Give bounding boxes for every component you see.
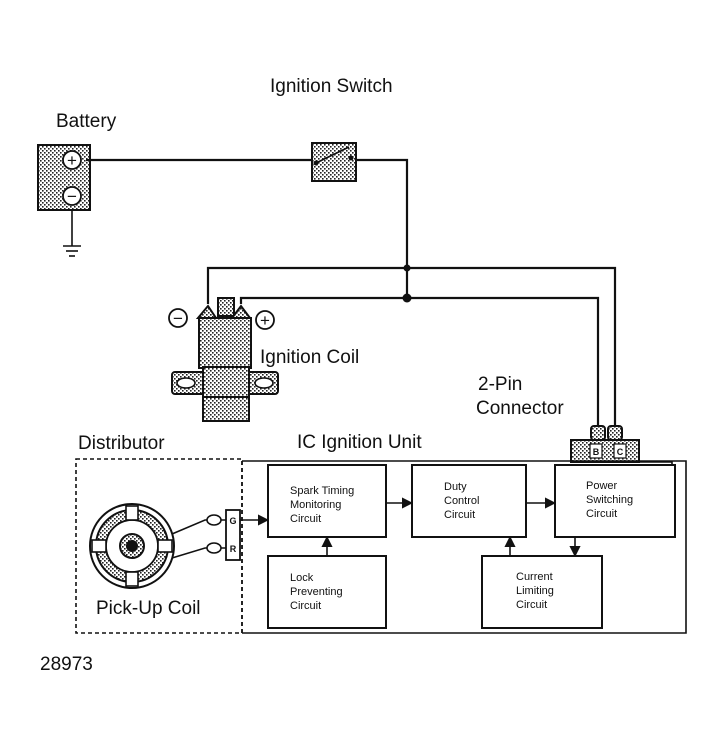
- connector-label-line1: 2-Pin: [478, 374, 522, 395]
- switch-to-junction-wire: [356, 158, 409, 298]
- svg-text:Limiting: Limiting: [516, 585, 554, 597]
- connector-to-unit-wire: [605, 461, 673, 465]
- battery-positive-terminal: +: [67, 151, 77, 170]
- connector-pin-c: C: [617, 447, 624, 457]
- svg-text:Circuit: Circuit: [290, 600, 321, 612]
- duty-control-circuit: Duty Control Circuit: [411, 464, 527, 538]
- two-pin-connector: [570, 425, 640, 463]
- battery-negative-terminal: −: [67, 187, 77, 206]
- current-limiting-circuit: Current Limiting Circuit: [481, 555, 603, 629]
- ic-ignition-unit-housing: [242, 460, 687, 634]
- svg-text:Monitoring: Monitoring: [290, 499, 341, 511]
- ignition-coil-label: Ignition Coil: [260, 347, 359, 368]
- distributor-terminal-g: G: [229, 516, 236, 526]
- ignition-switch-label: Ignition Switch: [270, 76, 393, 97]
- distributor-terminal-r: R: [230, 544, 237, 554]
- pick-up-coil-label: Pick-Up Coil: [96, 598, 201, 619]
- svg-text:Current: Current: [516, 571, 553, 583]
- svg-text:Circuit: Circuit: [516, 599, 547, 611]
- battery: + −: [37, 144, 91, 257]
- svg-text:Control: Control: [444, 495, 479, 507]
- figure-number: 28973: [40, 654, 93, 675]
- coil-negative-terminal: −: [173, 309, 183, 328]
- junction-upper-bus-wire: [206, 266, 617, 428]
- svg-text:Circuit: Circuit: [290, 513, 321, 525]
- svg-text:Spark Timing: Spark Timing: [290, 485, 354, 497]
- svg-text:Power: Power: [586, 480, 618, 492]
- battery-label: Battery: [56, 111, 117, 132]
- power-switching-circuit: Power Switching Circuit: [554, 464, 676, 538]
- distributor-label: Distributor: [78, 433, 165, 454]
- svg-text:Preventing: Preventing: [290, 586, 343, 598]
- ignition-switch: [311, 142, 357, 182]
- svg-text:Duty: Duty: [444, 481, 467, 493]
- svg-text:Switching: Switching: [586, 494, 633, 506]
- svg-text:Lock: Lock: [290, 572, 314, 584]
- svg-text:Circuit: Circuit: [586, 508, 617, 520]
- junction-lower-bus-wire: [239, 296, 600, 428]
- pick-up-coil: [89, 503, 241, 589]
- lock-preventing-circuit: Lock Preventing Circuit: [267, 555, 387, 629]
- svg-text:Circuit: Circuit: [444, 509, 475, 521]
- connector-pin-b: B: [593, 447, 600, 457]
- connector-label-line2: Connector: [476, 398, 564, 419]
- ic-ignition-unit-label: IC Ignition Unit: [297, 432, 422, 453]
- ignition-coil: [171, 297, 279, 422]
- coil-positive-terminal: +: [260, 311, 270, 330]
- spark-timing-monitoring-circuit: Spark Timing Monitoring Circuit: [267, 464, 387, 538]
